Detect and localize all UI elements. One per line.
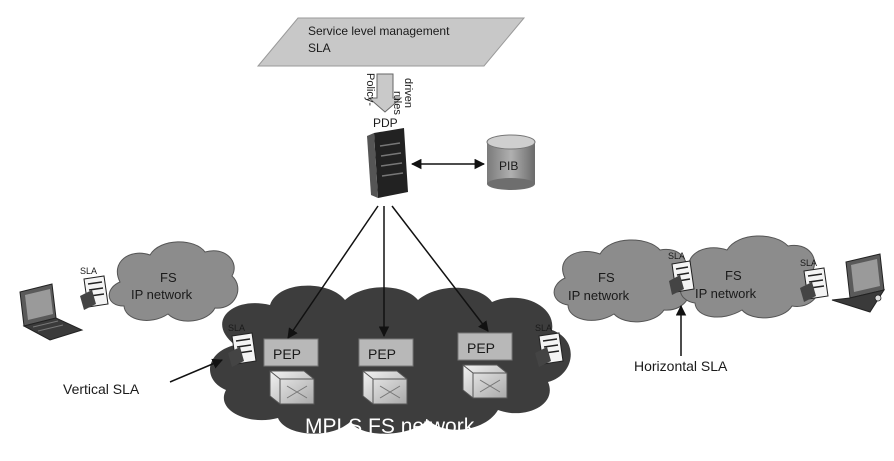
left-cloud-fs: FS [160,270,177,285]
vertical-sla-label: Vertical SLA [63,381,140,397]
sla-document-icon: SLA [535,323,564,367]
vertical-sla-arrow [169,358,223,383]
sla-document-icon: SLA [800,258,829,302]
pep-node-3: PEP [457,332,513,399]
svg-text:SLA: SLA [535,323,552,333]
policy-label: Policy- [364,73,376,106]
right-cloud-b-fs: FS [725,268,742,283]
slm-sla: SLA [308,41,331,55]
slm-box: Service level management SLA [256,17,526,67]
mpls-label: MPLS FS network [305,415,475,438]
pep-label: PEP [467,340,495,356]
right-cloud-a-fs: FS [598,270,615,285]
pdp-server: PDP [367,116,408,198]
left-ip-cloud: FS IP network [108,241,239,322]
svg-text:SLA: SLA [668,251,685,261]
sla-document-icon: SLA [668,251,695,295]
left-laptop-icon [19,283,84,341]
pep-node-1: PEP [263,338,319,405]
right-cloud-a-ipnet: IP network [568,288,630,303]
svg-text:SLA: SLA [800,258,817,268]
pep-node-2: PEP [358,338,414,405]
pdp-label: PDP [373,116,398,130]
pep-label: PEP [273,346,301,362]
pdp-pep3-arrow [391,205,489,332]
right-laptop-icon [831,253,886,313]
sla-document-icon: SLA [80,266,109,310]
sla-document-icon: SLA [228,323,257,367]
pep-label: PEP [368,346,396,362]
rules-label: rules [391,91,403,115]
right-cloud-b-ipnet: IP network [695,286,757,301]
right-ip-cloud-b: FS IP network [679,235,820,319]
svg-text:SLA: SLA [80,266,97,276]
svg-text:SLA: SLA [228,323,245,333]
policy-arrow: Policy- driven rules [364,73,414,115]
left-cloud-ipnet: IP network [131,287,193,302]
pib-label: PIB [499,159,518,173]
driven-label: driven [402,78,414,108]
pdp-pep1-arrow [287,205,379,339]
pib-database: PIB [486,134,536,190]
slm-title: Service level management [308,24,450,38]
horizontal-sla-label: Horizontal SLA [634,358,728,374]
